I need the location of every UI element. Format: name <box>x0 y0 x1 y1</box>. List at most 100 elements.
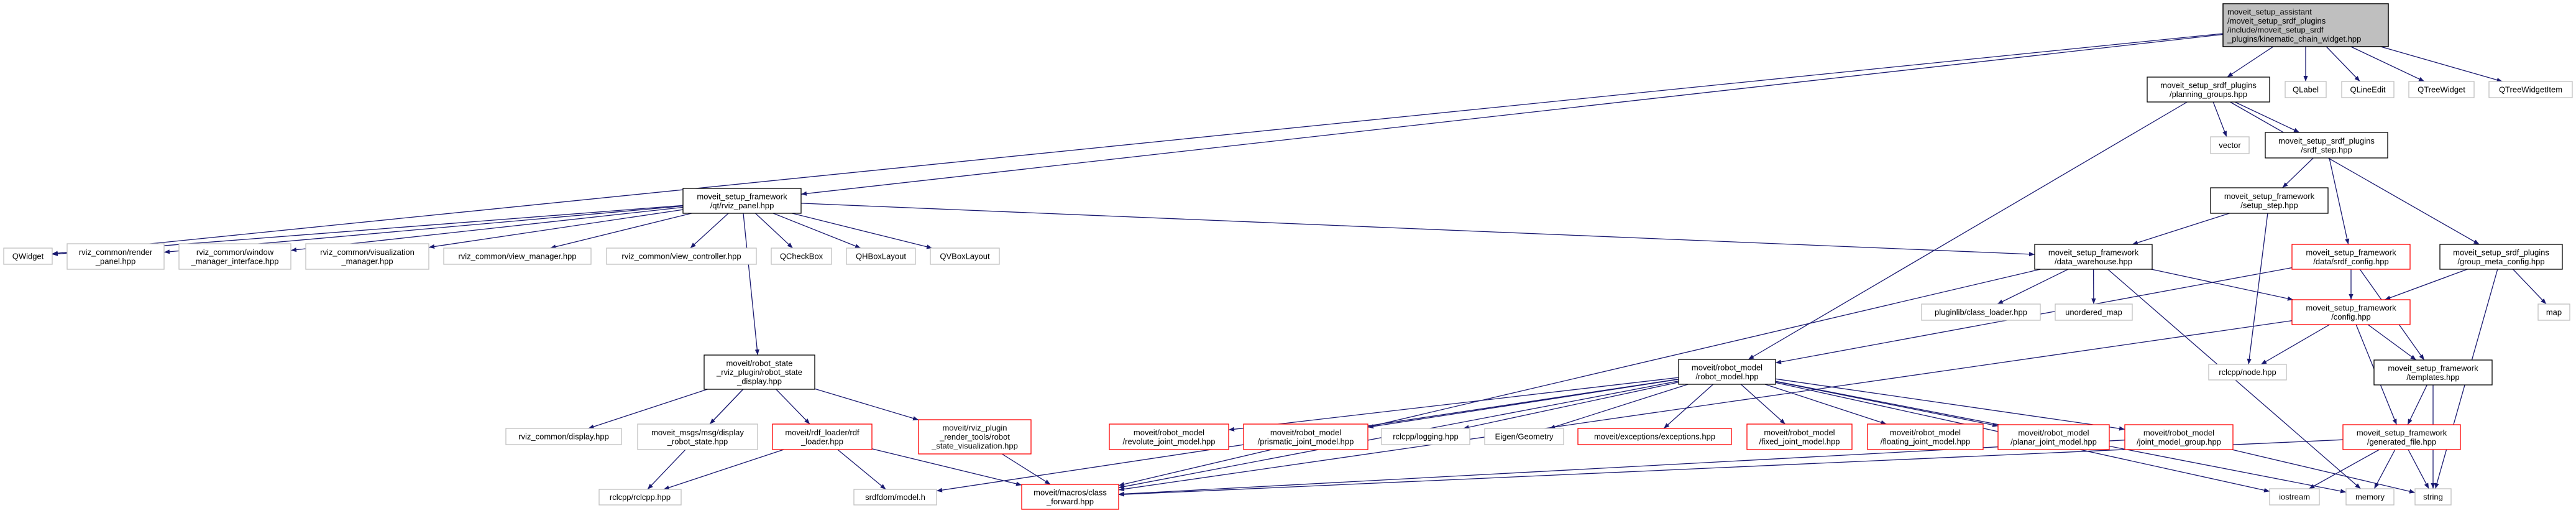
node-fixed[interactable]: moveit/robot_model/fixed_joint_model.hpp <box>1746 423 1853 450</box>
node-data-wh[interactable]: moveit_setup_framework/data_warehouse.hp… <box>2034 244 2153 270</box>
edge-robot_model-to-fixed <box>1740 384 1786 425</box>
node-qlabel[interactable]: QLabel <box>2285 81 2327 98</box>
node-label: /data_warehouse.hpp <box>2055 257 2132 266</box>
node-render-tools[interactable]: moveit/rviz_plugin_render_tools/robot_st… <box>918 419 1032 455</box>
node-srdf-config[interactable]: moveit_setup_framework/data/srdf_config.… <box>2291 244 2411 270</box>
node-eigen[interactable]: Eigen/Geometry <box>1484 428 1564 445</box>
node-view-ctrl[interactable]: rviz_common/view_controller.hpp <box>606 247 757 265</box>
node-gmc[interactable]: moveit_setup_srdf_plugins/group_meta_con… <box>2439 244 2563 270</box>
node-qcheckbox[interactable]: QCheckBox <box>771 247 832 265</box>
node-vis-mgr[interactable]: rviz_common/visualization_manager.hpp <box>305 243 429 270</box>
node-view-mgr[interactable]: rviz_common/view_manager.hpp <box>443 247 592 265</box>
node-qtreewidget[interactable]: QTreeWidget <box>2408 81 2475 98</box>
edge-rsd-to-render_tools <box>814 388 919 421</box>
edge-data_wh-to-config <box>2151 269 2294 301</box>
node-drs[interactable]: moveit_msgs/msg/display_robot_state.hpp <box>637 423 758 450</box>
node-box <box>2210 136 2250 154</box>
edge-kcw-to-qtreewidget <box>2350 46 2425 82</box>
edge-rviz_panel-to-qhbox <box>772 213 861 249</box>
node-logging[interactable]: rclcpp/logging.hpp <box>1381 428 1470 445</box>
node-box <box>2439 244 2563 270</box>
node-map[interactable]: map <box>2537 303 2570 321</box>
edge-data_wh-to-class_fwd <box>1118 269 2041 487</box>
node-unordered-map[interactable]: unordered_map <box>2055 303 2133 321</box>
node-iostream[interactable]: iostream <box>2269 488 2320 506</box>
edges <box>52 33 2547 497</box>
node-box <box>771 247 832 265</box>
node-display[interactable]: rviz_common/display.hpp <box>505 428 622 445</box>
node-box <box>704 354 815 390</box>
node-label: vector <box>2219 141 2241 150</box>
node-prismatic[interactable]: moveit/robot_model/prismatic_joint_model… <box>1243 423 1368 450</box>
node-label: moveit/rdf_loader/rdf <box>785 428 859 437</box>
node-render-panel[interactable]: rviz_common/render_panel.hpp <box>66 243 165 270</box>
node-pg[interactable]: moveit_setup_srdf_plugins/planning_group… <box>2147 76 2270 103</box>
edge-templates-to-generated <box>2407 384 2427 425</box>
node-box <box>2291 244 2411 270</box>
node-wmi[interactable]: rviz_common/window_manager_interface.hpp <box>178 243 291 270</box>
node-pluginlib[interactable]: pluginlib/class_loader.hpp <box>1921 303 2041 321</box>
node-jmg[interactable]: moveit/robot_model/joint_model_group.hpp <box>2124 424 2234 450</box>
node-box <box>2345 488 2395 506</box>
node-box <box>930 247 1000 265</box>
node-srdf-step[interactable]: moveit_setup_srdf_plugins/srdf_step.hpp <box>2265 132 2388 159</box>
node-exceptions[interactable]: moveit/exceptions/exceptions.hpp <box>1577 428 1732 445</box>
node-rdf-loader[interactable]: moveit/rdf_loader/rdf_loader.hpp <box>772 423 873 450</box>
node-box <box>3 247 53 265</box>
edge-pg-to-srdf_step <box>2234 101 2300 133</box>
node-rclcpp-node[interactable]: rclcpp/node.hpp <box>2208 364 2287 381</box>
edge-kcw-to-qtreewidgetitem <box>2380 46 2503 82</box>
edge-rviz_panel-to-rsd <box>743 213 759 356</box>
node-qtreewidgetitem[interactable]: QTreeWidgetItem <box>2488 81 2573 98</box>
edge-rsd-to-display <box>588 389 708 429</box>
node-label: iostream <box>2279 492 2310 502</box>
node-box <box>66 243 165 270</box>
node-label: srdfdom/model.h <box>865 492 925 502</box>
node-label: /setup_step.hpp <box>2240 200 2298 210</box>
node-revolute[interactable]: moveit/robot_model/revolute_joint_model.… <box>1109 423 1229 450</box>
node-setup-step[interactable]: moveit_setup_framework/setup_step.hpp <box>2210 187 2329 214</box>
node-kcw[interactable]: moveit_setup_assistant/moveit_setup_srdf… <box>2222 3 2389 47</box>
node-label: moveit_setup_framework <box>2224 192 2315 201</box>
node-class-fwd[interactable]: moveit/macros/class_forward.hpp <box>1021 484 1119 510</box>
edge-kcw-to-pg <box>2227 46 2274 78</box>
node-qvbox[interactable]: QVBoxLayout <box>930 247 1000 265</box>
node-label: pluginlib/class_loader.hpp <box>1935 308 2027 317</box>
node-qhbox[interactable]: QHBoxLayout <box>846 247 916 265</box>
node-label: _render_tools/robot <box>939 432 1010 441</box>
node-qlineedit[interactable]: QLineEdit <box>2341 81 2395 98</box>
node-templates[interactable]: moveit_setup_framework/templates.hpp <box>2373 359 2493 386</box>
node-label: QLabel <box>2293 85 2319 95</box>
node-rclcpp[interactable]: rclcpp/rclcpp.hpp <box>598 489 682 506</box>
node-label: map <box>2546 308 2562 317</box>
node-srdfdom[interactable]: srdfdom/model.h <box>853 489 937 506</box>
node-memory[interactable]: memory <box>2345 488 2395 506</box>
node-label: rviz_common/render <box>79 247 153 257</box>
node-string[interactable]: string <box>2414 488 2452 506</box>
node-rviz-panel[interactable]: moveit_setup_framework/qt/rviz_panel.hpp <box>682 188 802 214</box>
node-label: moveit/macros/class <box>1034 488 1107 497</box>
node-label: moveit_setup_framework <box>2388 363 2478 372</box>
node-label: QCheckBox <box>780 252 823 261</box>
node-qwidget[interactable]: QWidget <box>3 247 53 265</box>
edge-pg-to-robot_model <box>1748 101 2188 360</box>
node-label: /prismatic_joint_model.hpp <box>1258 437 1354 446</box>
node-label: QWidget <box>12 252 44 261</box>
node-label: _manager_interface.hpp <box>191 256 279 266</box>
node-rsd[interactable]: moveit/robot_state_rviz_plugin/robot_sta… <box>704 354 815 390</box>
node-vector[interactable]: vector <box>2210 136 2250 154</box>
node-label: moveit_setup_framework <box>2048 247 2139 257</box>
node-box <box>305 243 429 270</box>
node-planar[interactable]: moveit/robot_model/planar_joint_model.hp… <box>1997 424 2110 450</box>
node-label: moveit/robot_model <box>1134 428 1204 437</box>
node-floating[interactable]: moveit/robot_model/floating_joint_model.… <box>1867 423 1984 450</box>
node-label: /qt/rviz_panel.hpp <box>710 201 774 210</box>
node-robot-model[interactable]: moveit/robot_model/robot_model.hpp <box>1678 359 1776 385</box>
node-label: moveit/robot_model <box>1692 363 1762 372</box>
edge-rviz_panel-to-view_ctrl <box>690 213 729 249</box>
node-box <box>853 489 937 506</box>
node-label: moveit_setup_framework <box>2306 247 2396 257</box>
node-config[interactable]: moveit_setup_framework/config.hpp <box>2291 299 2411 325</box>
node-generated[interactable]: moveit_setup_framework/generated_file.hp… <box>2342 424 2461 450</box>
node-label: moveit_msgs/msg/display <box>651 428 744 437</box>
